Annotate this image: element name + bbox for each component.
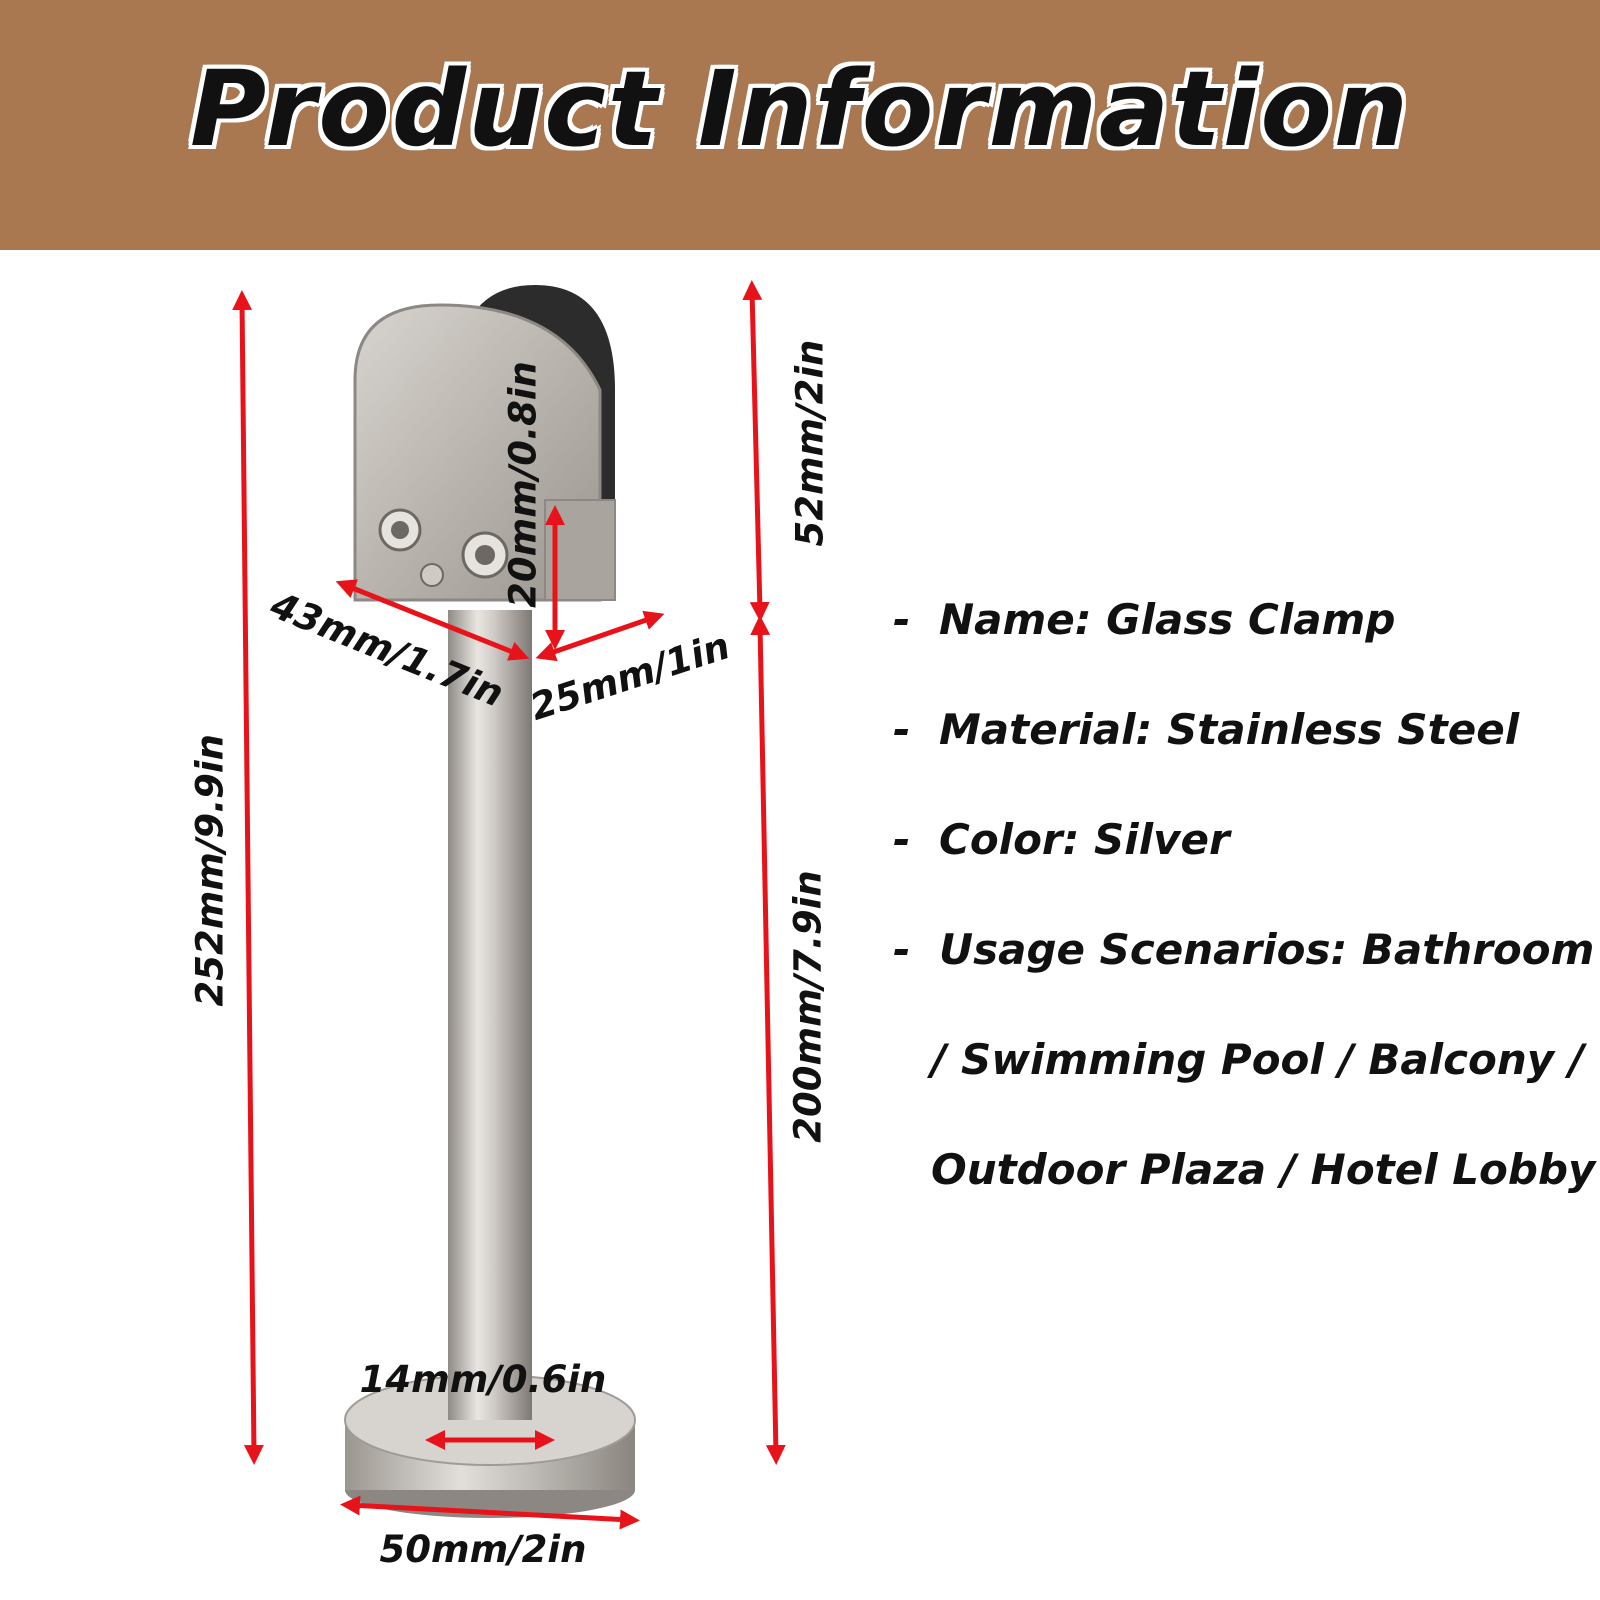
arrow-clamp-depth [335,579,530,661]
label-glass-slot: 20mm/0.8in [501,361,545,608]
page-title: Product Information [190,48,1410,170]
spec-usage: -Usage Scenarios: Bathroom [893,920,1595,1030]
spec-usage-cont-1: / Swimming Pool / Balcony / [931,1035,1585,1084]
spec-usage-text-1: Usage Scenarios: Bathroom [939,925,1595,974]
arrow-clamp-width [535,610,665,662]
arrow-clamp-height [742,280,770,622]
arrow-total-height [232,290,264,1465]
spec-name-text: Name: Glass Clamp [939,595,1396,644]
spec-material: -Material: Stainless Steel [893,700,1593,810]
post [448,610,532,1420]
arrow-base-diameter [340,1495,640,1530]
label-clamp-height: 52mm/2in [788,339,832,547]
glass-clamp [353,285,616,602]
header-banner: Product Information [0,0,1600,250]
spec-name: -Name: Glass Clamp [893,590,1593,700]
label-post-height: 200mm/7.9in [786,870,830,1143]
dimension-arrows [232,280,786,1530]
spec-color-text: Color: Silver [939,815,1230,864]
spec-material-text: Material: Stainless Steel [939,705,1520,754]
label-base-diameter: 50mm/2in [379,1528,587,1571]
label-total-height: 252mm/9.9in [188,734,232,1007]
spec-list: -Name: Glass Clamp -Material: Stainless … [893,590,1596,1250]
arrow-post-height [750,615,786,1465]
spec-usage-cont-2: Outdoor Plaza / Hotel Lobby [931,1145,1596,1194]
bullet-dash: - [893,595,911,644]
bullet-dash: - [893,925,911,974]
bullet-dash: - [893,815,911,864]
product-diagram [232,280,786,1530]
label-post-diameter: 14mm/0.6in [359,1358,607,1401]
bullet-dash: - [893,705,911,754]
spec-color: -Color: Silver [893,810,1593,920]
